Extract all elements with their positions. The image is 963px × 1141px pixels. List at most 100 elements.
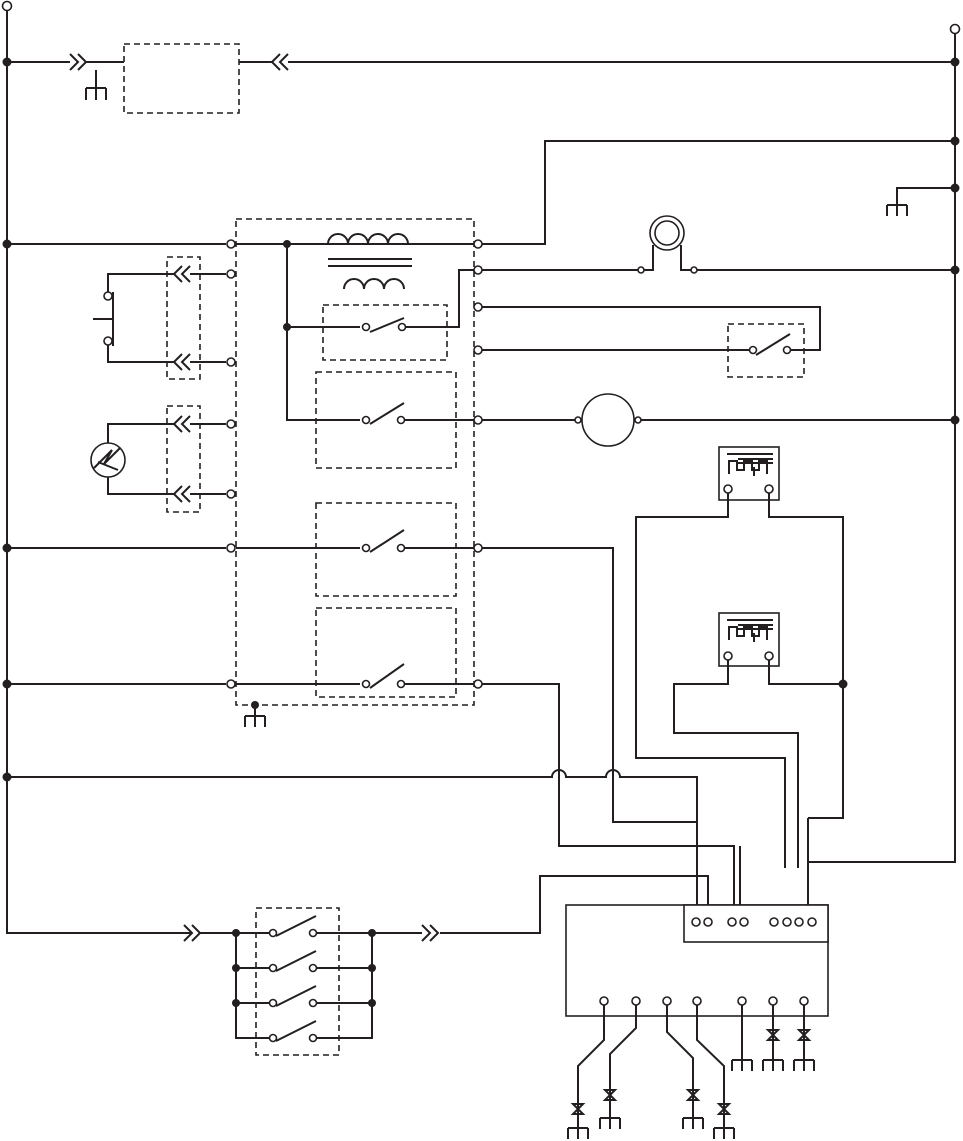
- schematic-stroke: [808, 34, 955, 863]
- schematic-stroke: [323, 305, 447, 360]
- schematic-stroke: [399, 324, 406, 331]
- schematic-stroke: [227, 270, 235, 278]
- schematic-stroke: [765, 485, 773, 493]
- ground-symbol: [714, 1128, 734, 1139]
- schematic-stroke: [227, 358, 235, 366]
- schematic-stroke: [655, 221, 679, 245]
- schematic-stroke: [750, 347, 757, 354]
- schematic-stroke: [474, 240, 482, 248]
- schematic-stroke: [887, 188, 955, 216]
- schematic-stroke: [236, 933, 270, 1038]
- schematic-stroke: [406, 270, 474, 327]
- schematic-stroke: [3, 544, 12, 553]
- schematic-stroke: [245, 705, 265, 727]
- schematic-stroke: [582, 394, 634, 446]
- schematic-stroke: [636, 493, 785, 868]
- schematic-stroke: [474, 544, 482, 552]
- ground-symbol: [794, 1060, 814, 1071]
- schematic-stroke: [363, 417, 370, 424]
- schematic-stroke: [104, 337, 112, 345]
- schematic-stroke: [368, 964, 376, 972]
- gang-switch: [184, 908, 438, 1055]
- schematic-stroke: [232, 929, 240, 937]
- schematic-stroke: [951, 184, 960, 193]
- schematic-stroke: [368, 999, 376, 1007]
- terminal: [795, 918, 803, 926]
- schematic-stroke: [769, 493, 843, 818]
- ground-symbol: [887, 188, 955, 216]
- terminal: [692, 918, 700, 926]
- terminal: [808, 918, 816, 926]
- schematic-stroke: [422, 925, 438, 941]
- schematic-stroke: [317, 933, 422, 1038]
- right-supply-bus: [808, 25, 960, 863]
- left-line-terminal: [3, 2, 12, 11]
- schematic-stroke: [474, 416, 482, 424]
- schematic-stroke: [951, 416, 960, 425]
- schematic-stroke: [227, 420, 235, 428]
- thermistor: [91, 406, 226, 512]
- schematic-stroke: [667, 1005, 693, 1118]
- schematic-stroke: [691, 267, 697, 273]
- schematic-stroke: [227, 680, 235, 688]
- schematic-stroke: [363, 681, 370, 688]
- schematic-stroke: [310, 930, 317, 937]
- heater-element-lower: [674, 613, 843, 868]
- schematic-stroke: [578, 1005, 604, 1128]
- schematic-stroke: [270, 930, 277, 937]
- schematic-stroke: [232, 964, 240, 972]
- terminal-block: [566, 905, 828, 1016]
- terminal: [632, 997, 640, 1005]
- external-switch: [482, 307, 820, 377]
- right-line-terminal: [951, 25, 960, 34]
- schematic-stroke: [714, 1128, 734, 1139]
- schematic-stroke: [86, 70, 106, 100]
- ground-symbol: [763, 1060, 783, 1071]
- lamp: [482, 216, 955, 273]
- schematic-stroke: [474, 266, 482, 274]
- terminal: [770, 918, 778, 926]
- motor: [482, 394, 955, 446]
- terminal: [769, 997, 777, 1005]
- schematic-stroke: [108, 266, 226, 292]
- schematic-stroke: [368, 929, 376, 937]
- schematic-stroke: [482, 307, 820, 350]
- schematic-stroke: [474, 346, 482, 354]
- schematic-stroke: [480, 141, 955, 244]
- schematic-stroke: [316, 503, 456, 596]
- schematic-stroke: [3, 240, 12, 249]
- schematic-stroke: [283, 240, 291, 248]
- terminal: [800, 997, 808, 1005]
- schematic-stroke: [681, 245, 691, 270]
- schematic-stroke: [3, 58, 12, 67]
- schematic-stroke: [3, 773, 12, 782]
- terminal: [600, 997, 608, 1005]
- ground-symbol: [732, 1060, 752, 1071]
- schematic-stroke: [683, 1118, 703, 1129]
- connector-chevron: [70, 54, 86, 70]
- schematic-stroke: [232, 999, 240, 1007]
- schematic-stroke: [568, 1128, 588, 1139]
- schematic-stroke: [769, 660, 843, 684]
- schematic-stroke: [270, 965, 277, 972]
- schematic-stroke: [697, 1005, 724, 1128]
- ground-symbol: [600, 1118, 620, 1129]
- ground-symbol: [86, 70, 106, 100]
- schematic-stroke: [951, 137, 960, 146]
- heater-relay-lower: [7, 608, 474, 697]
- door-switch: [93, 257, 226, 379]
- schematic-stroke: [124, 44, 239, 113]
- schematic-stroke: [635, 417, 641, 423]
- heater-relay-upper: [7, 503, 474, 596]
- transformer: [7, 234, 474, 289]
- common-lead: [7, 770, 697, 918]
- schematic-stroke: [104, 292, 112, 300]
- ground-symbol: [568, 1128, 588, 1139]
- connector-chevron: [272, 54, 288, 70]
- schematic-stroke: [724, 652, 732, 660]
- schematic-stroke: [610, 1005, 636, 1118]
- schematic-stroke: [363, 545, 370, 552]
- schematic-stroke: [951, 266, 960, 275]
- terminal: [693, 997, 701, 1005]
